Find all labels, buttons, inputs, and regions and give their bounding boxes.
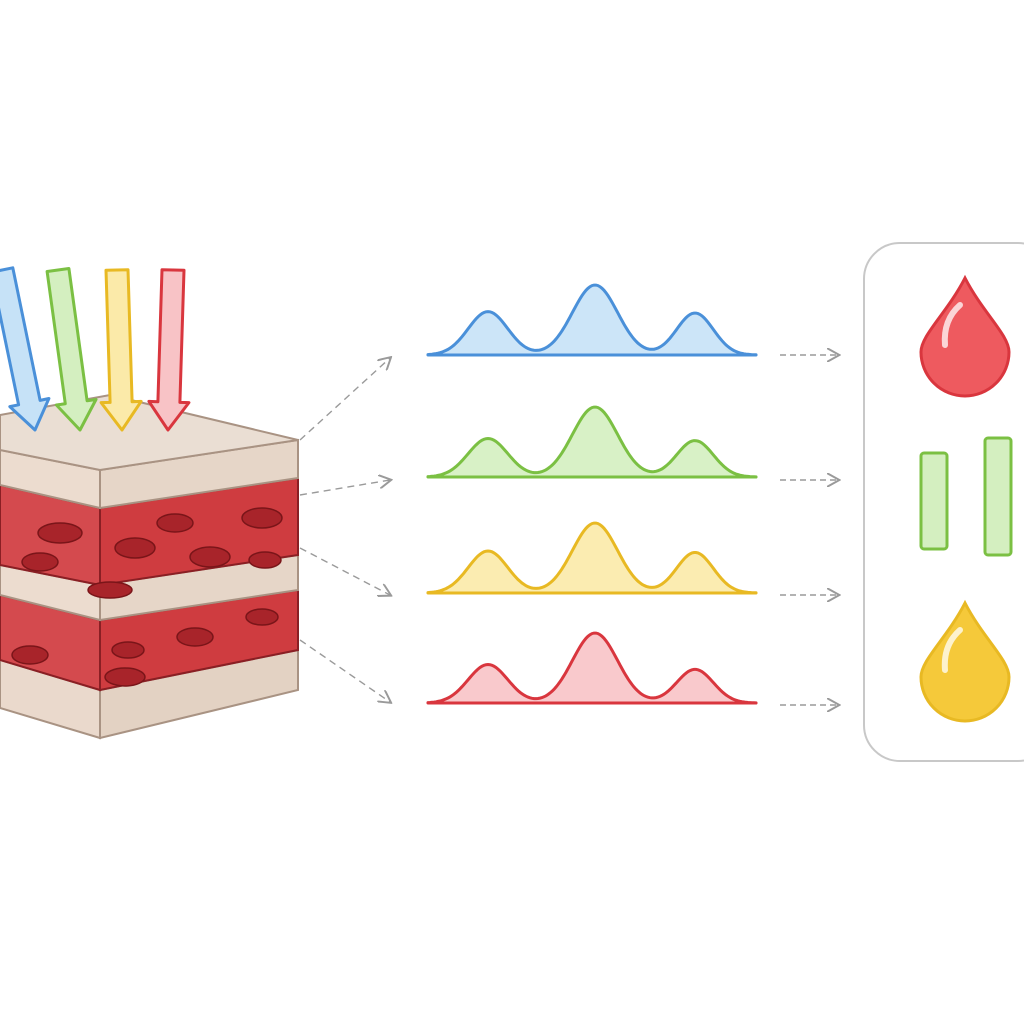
yellow-spectrum-line xyxy=(426,521,758,595)
incoming-light-beams xyxy=(0,266,191,432)
red-spectrum xyxy=(426,631,758,705)
green-bars-icon xyxy=(919,436,1013,557)
yellow-spectrum xyxy=(426,521,758,595)
red-beam xyxy=(147,268,191,432)
spectra-to-results-connectors xyxy=(780,355,838,705)
lower-muscle-cells xyxy=(11,608,279,687)
green-spectrum-line xyxy=(426,405,758,479)
blue-spectrum-fill xyxy=(428,285,756,355)
blue-spectrum-line xyxy=(426,283,758,357)
yellow-drop-icon xyxy=(919,599,1011,723)
green-spectrum xyxy=(426,405,758,479)
connector-to-yellow-spectrum xyxy=(299,547,390,595)
yellow-beam xyxy=(99,268,143,432)
yellow-drop-icon-highlight xyxy=(941,627,963,673)
tissue-to-spectra-connectors xyxy=(299,358,390,702)
green-bars-icon-right-bar xyxy=(983,436,1013,557)
tissue-block xyxy=(0,393,299,740)
blood-drop-icon xyxy=(919,274,1011,398)
connector-to-red-spectrum xyxy=(299,639,390,702)
blood-drop-icon-highlight xyxy=(941,302,963,348)
spectral-curves xyxy=(426,283,758,705)
blue-beam xyxy=(0,266,51,432)
connector-to-blue-spectrum xyxy=(299,358,390,441)
connector-to-green-spectrum xyxy=(299,480,390,496)
blue-spectrum xyxy=(426,283,758,357)
results-panel xyxy=(863,242,1024,762)
yellow-drop-icon-shape xyxy=(919,599,1011,723)
yellow-spectrum-fill xyxy=(428,523,756,593)
blood-drop-icon-shape xyxy=(919,274,1011,398)
red-spectrum-line xyxy=(426,631,758,705)
green-bars-icon-left-bar xyxy=(919,451,949,551)
upper-muscle-cells xyxy=(21,507,283,599)
green-beam xyxy=(45,267,98,432)
